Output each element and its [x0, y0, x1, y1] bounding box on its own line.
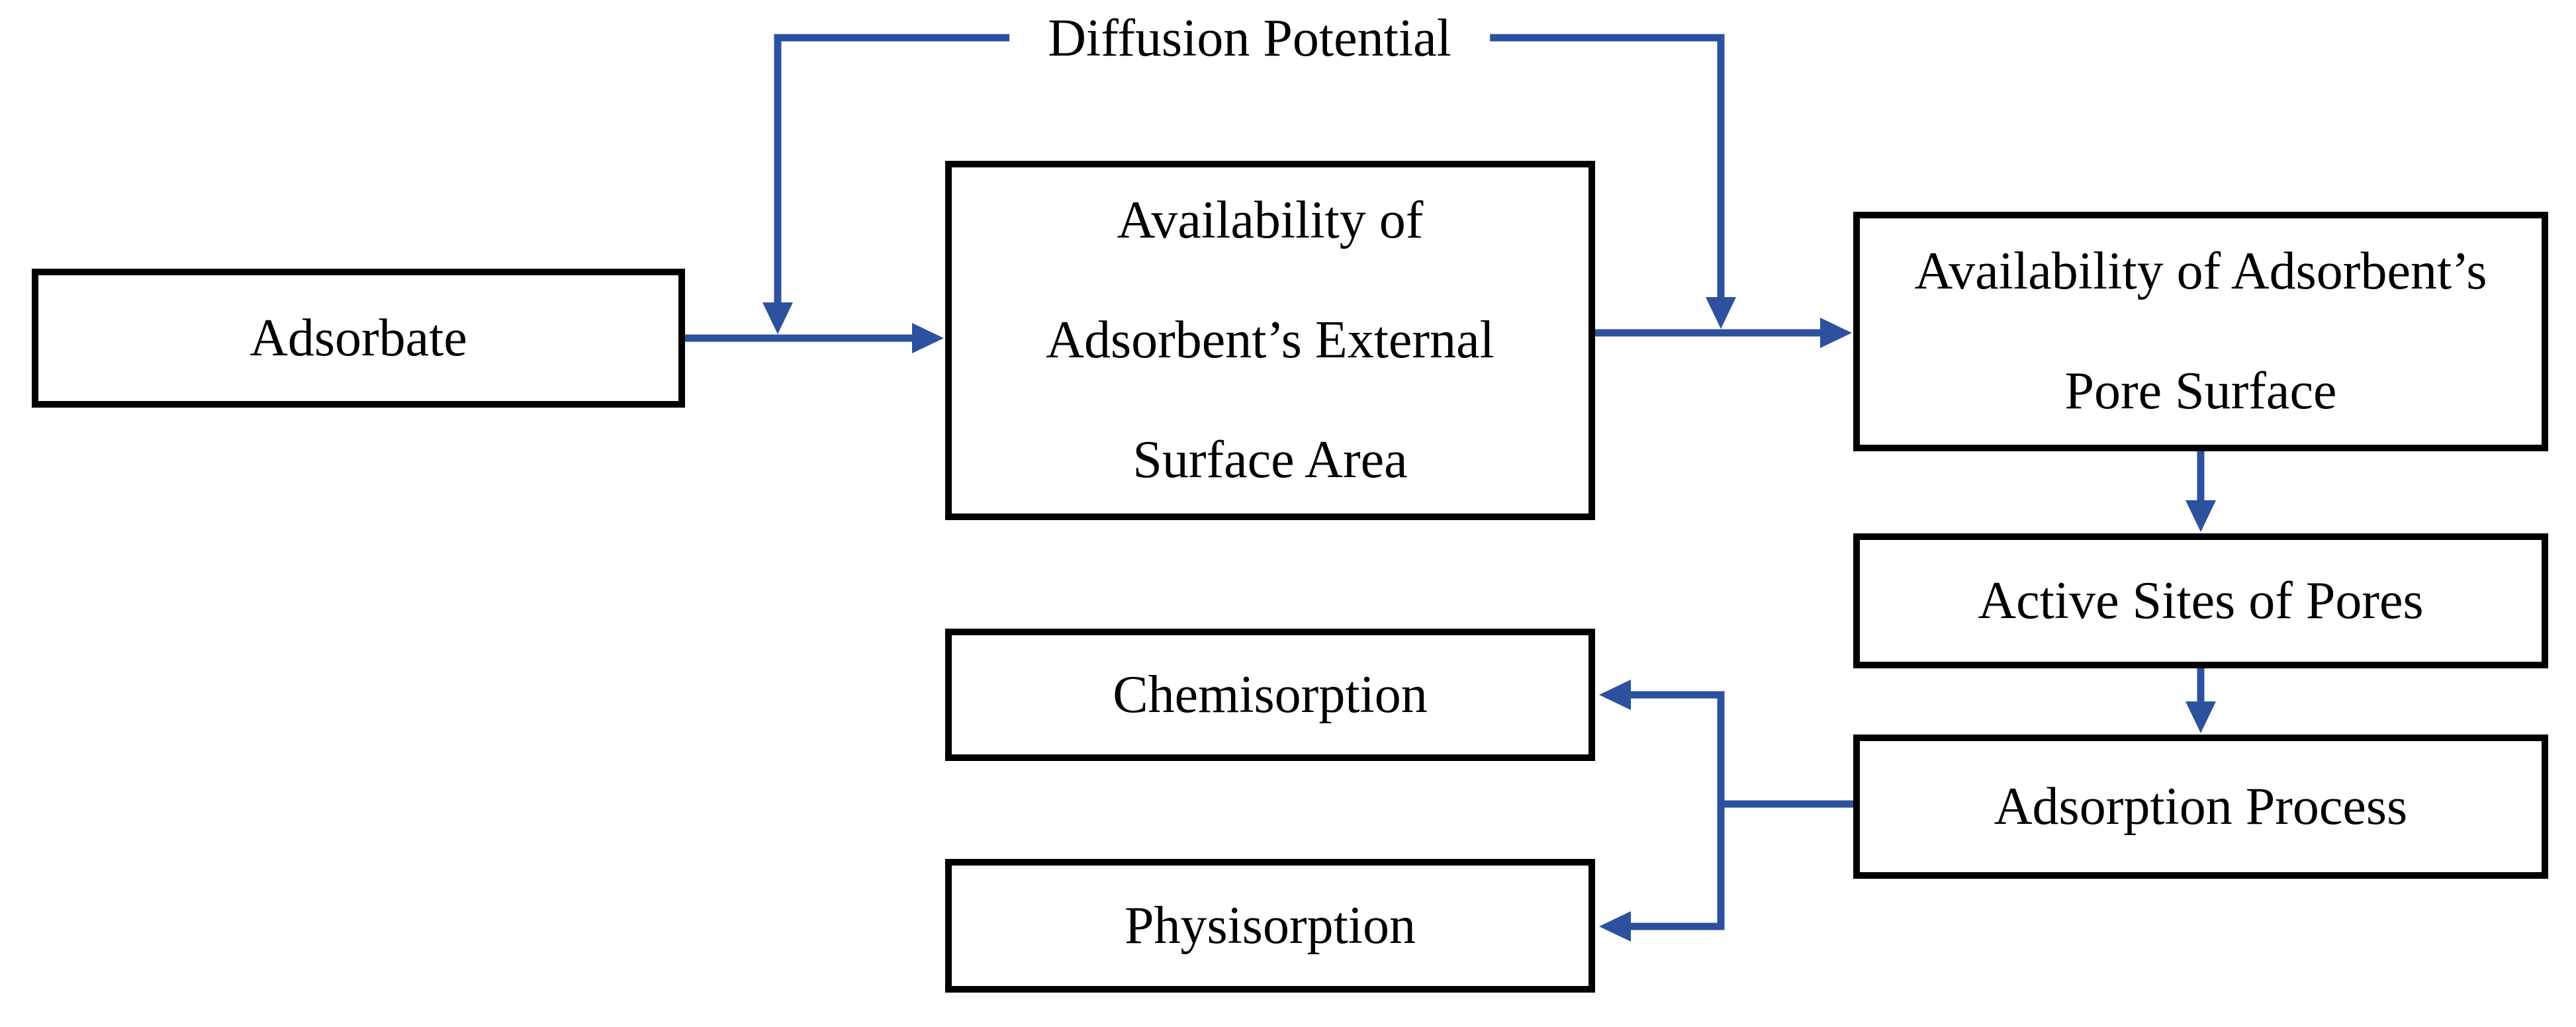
down-arrowhead-left-icon — [762, 302, 793, 334]
node-physisorption-label: Physisorption — [1124, 897, 1416, 955]
diffusion-potential-label: Diffusion Potential — [1009, 7, 1490, 70]
edge-adsorbate-to-external — [685, 323, 944, 353]
edge-pore-to-active-sites — [2185, 450, 2216, 532]
down-arrowhead-right-icon — [1706, 297, 1736, 329]
edge-adsorption-split — [1599, 680, 1855, 942]
node-external-surface: Availability of Adsorbent’s External Sur… — [945, 161, 1595, 520]
right-arrowhead-icon — [1820, 318, 1852, 348]
node-adsorption-process: Adsorption Process — [1853, 735, 2548, 879]
edge-external-to-pore — [1594, 318, 1852, 348]
diffusion-potential-label-text: Diffusion Potential — [1048, 9, 1451, 67]
node-chemisorption-label: Chemisorption — [1113, 666, 1428, 724]
node-pore-surface-label: Availability of Adsorbent’s Pore Surface — [1914, 242, 2487, 420]
node-adsorption-process-label: Adsorption Process — [1994, 778, 2408, 836]
node-active-sites-label: Active Sites of Pores — [1978, 572, 2424, 630]
down-arrowhead-icon — [2185, 500, 2216, 532]
left-arrowhead-physisorption-icon — [1599, 911, 1631, 942]
node-physisorption: Physisorption — [945, 859, 1595, 993]
node-pore-surface: Availability of Adsorbent’s Pore Surface — [1853, 212, 2548, 451]
node-chemisorption: Chemisorption — [945, 629, 1595, 761]
left-arrowhead-chemisorption-icon — [1599, 680, 1631, 710]
edge-active-sites-to-adsorption — [2185, 667, 2216, 733]
node-external-surface-label: Availability of Adsorbent’s External Sur… — [1046, 191, 1495, 489]
right-arrowhead-icon — [912, 323, 944, 353]
node-active-sites: Active Sites of Pores — [1853, 533, 2548, 668]
node-adsorbate-label: Adsorbate — [250, 309, 467, 367]
down-arrowhead-icon — [2185, 701, 2216, 733]
split-branch-line — [1622, 691, 1725, 930]
node-adsorbate: Adsorbate — [32, 269, 685, 408]
